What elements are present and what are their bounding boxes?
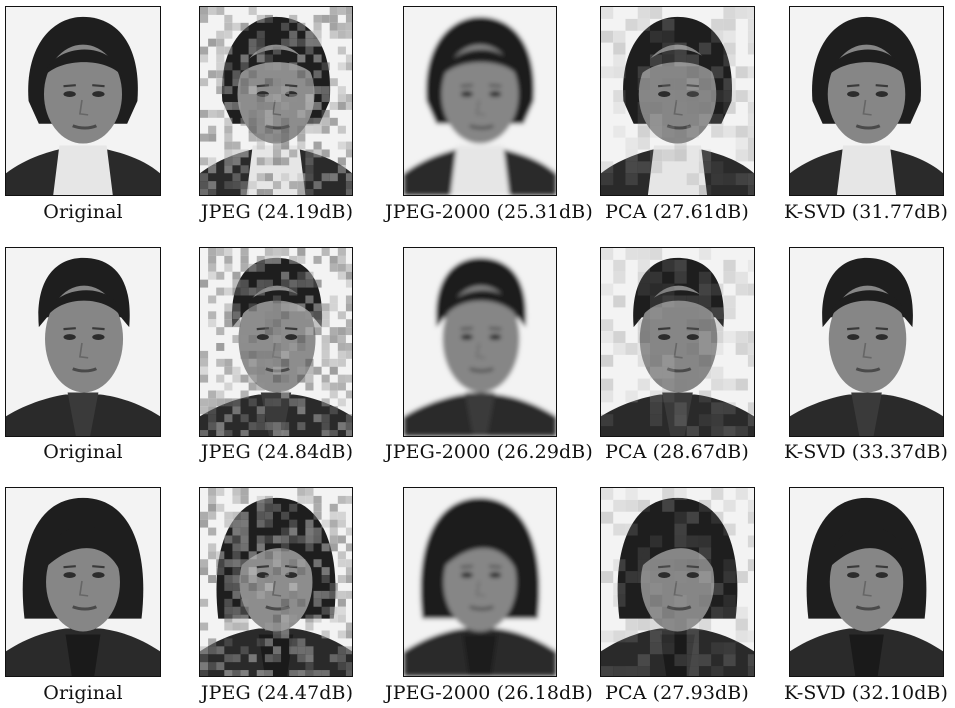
portrait-illustration xyxy=(200,488,352,676)
portrait-illustration xyxy=(790,488,943,676)
portrait-illustration xyxy=(790,248,943,436)
panel-image-jpeg2000 xyxy=(403,6,557,196)
portrait-illustration xyxy=(404,488,556,676)
portrait-illustration xyxy=(6,248,160,436)
panel-image-original xyxy=(5,247,161,437)
panel-caption-jpeg2000: JPEG-2000 (26.18dB) xyxy=(385,682,593,704)
panel-caption-jpeg: JPEG (24.47dB) xyxy=(200,682,354,704)
panel-caption-original: Original xyxy=(43,201,123,223)
portrait-illustration xyxy=(200,248,352,436)
portrait-illustration xyxy=(200,7,352,195)
panel-caption-pca: PCA (27.93dB) xyxy=(605,682,749,704)
panel-caption-jpeg: JPEG (24.84dB) xyxy=(200,441,354,463)
panel-caption-ksvd: K-SVD (33.37dB) xyxy=(783,441,949,463)
panel-caption-ksvd: K-SVD (32.10dB) xyxy=(783,682,949,704)
portrait-illustration xyxy=(6,488,160,676)
panel-image-original xyxy=(5,487,161,677)
panel-image-jpeg xyxy=(199,247,353,437)
panel-image-ksvd xyxy=(789,6,944,196)
panel-caption-pca: PCA (27.61dB) xyxy=(605,201,749,223)
portrait-illustration xyxy=(601,248,754,436)
panel-caption-jpeg2000: JPEG-2000 (26.29dB) xyxy=(385,441,593,463)
panel-image-jpeg2000 xyxy=(403,247,557,437)
portrait-illustration xyxy=(790,7,943,195)
panel-caption-pca: PCA (28.67dB) xyxy=(605,441,749,463)
portrait-illustration xyxy=(6,7,160,195)
panel-caption-original: Original xyxy=(43,441,123,463)
portrait-illustration xyxy=(601,488,754,676)
panel-image-jpeg xyxy=(199,6,353,196)
panel-image-ksvd xyxy=(789,247,944,437)
portrait-illustration xyxy=(601,7,754,195)
panel-image-pca xyxy=(600,487,755,677)
panel-caption-jpeg: JPEG (24.19dB) xyxy=(200,201,354,223)
panel-image-jpeg2000 xyxy=(403,487,557,677)
panel-image-original xyxy=(5,6,161,196)
panel-image-ksvd xyxy=(789,487,944,677)
panel-image-jpeg xyxy=(199,487,353,677)
panel-caption-jpeg2000: JPEG-2000 (25.31dB) xyxy=(385,201,593,223)
panel-image-pca xyxy=(600,247,755,437)
portrait-illustration xyxy=(404,248,556,436)
panel-caption-original: Original xyxy=(43,682,123,704)
panel-caption-ksvd: K-SVD (31.77dB) xyxy=(783,201,949,223)
panel-image-pca xyxy=(600,6,755,196)
portrait-illustration xyxy=(404,7,556,195)
